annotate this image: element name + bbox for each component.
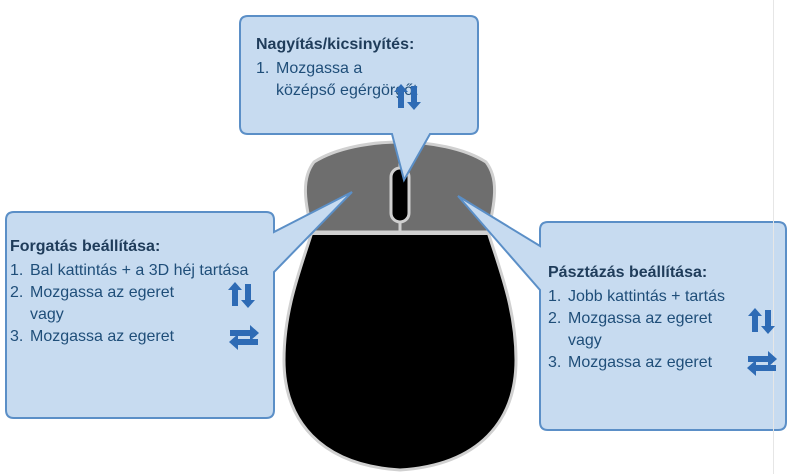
- step-number: 2.: [10, 284, 24, 301]
- rotate-callout-bubble: [5, 191, 353, 419]
- rotate-callout: Forgatás beállítása: 1. Bal kattintás + …: [10, 236, 268, 350]
- pan-step-3: 3. Mozgassa az egeret: [548, 351, 780, 376]
- step-text: Mozgassa az egeret: [30, 328, 175, 345]
- zoom-step-1: 1. Mozgassa a középső egérgörgőt: [256, 58, 476, 110]
- step-number: 1.: [10, 262, 24, 279]
- rotate-title: Forgatás beállítása:: [10, 238, 161, 255]
- step-number: 3.: [548, 354, 562, 371]
- leftright-arrows-icon: [229, 325, 259, 350]
- pan-step-2: 2. Mozgassa az egeret vagy: [548, 308, 780, 352]
- zoom-title: Nagyítás/kicsinyítés:: [256, 36, 415, 53]
- step-number: 3.: [10, 328, 24, 345]
- updown-arrows-icon: [228, 282, 255, 308]
- zoom-callout-bubble: [239, 15, 479, 183]
- zoom-callout: Nagyítás/kicsinyítés: 1. Mozgassa a közé…: [256, 34, 476, 110]
- step-text: Mozgassa az egeret vagy: [30, 284, 175, 323]
- updown-arrows-icon: [394, 84, 421, 110]
- rotate-steps: 1. Bal kattintás + a 3D héj tartása 2. M…: [10, 260, 268, 350]
- page-edge-rule: [773, 0, 774, 474]
- pan-title: Pásztázás beállítása:: [548, 264, 708, 281]
- pan-callout: Pásztázás beállítása: 1. Jobb kattintás …: [548, 262, 780, 376]
- step-text: Mozgassa az egeret vagy: [568, 310, 713, 349]
- step-text: Jobb kattintás + tartás: [568, 288, 725, 305]
- rotate-step-3: 3. Mozgassa az egeret: [10, 325, 268, 350]
- step-text: Mozgassa az egeret: [568, 354, 713, 371]
- step-number: 1.: [256, 60, 270, 77]
- leftright-arrows-icon: [747, 351, 777, 376]
- step-number: 2.: [548, 310, 562, 327]
- zoom-steps: 1. Mozgassa a középső egérgörgőt: [256, 58, 476, 110]
- step-text: Mozgassa a középső egérgörgőt: [276, 60, 418, 99]
- mouse-body: [282, 230, 518, 472]
- pan-step-1: 1. Jobb kattintás + tartás: [548, 286, 780, 308]
- step-number: 1.: [548, 288, 562, 305]
- updown-arrows-icon: [748, 308, 775, 334]
- step-text: Bal kattintás + a 3D héj tartása: [30, 262, 249, 279]
- rotate-step-2: 2. Mozgassa az egeret vagy: [10, 282, 268, 326]
- pan-callout-bubble: [457, 195, 787, 431]
- mouse-illustration: [282, 140, 518, 472]
- pan-steps: 1. Jobb kattintás + tartás 2. Mozgassa a…: [548, 286, 780, 376]
- rotate-step-1: 1. Bal kattintás + a 3D héj tartása: [10, 260, 268, 282]
